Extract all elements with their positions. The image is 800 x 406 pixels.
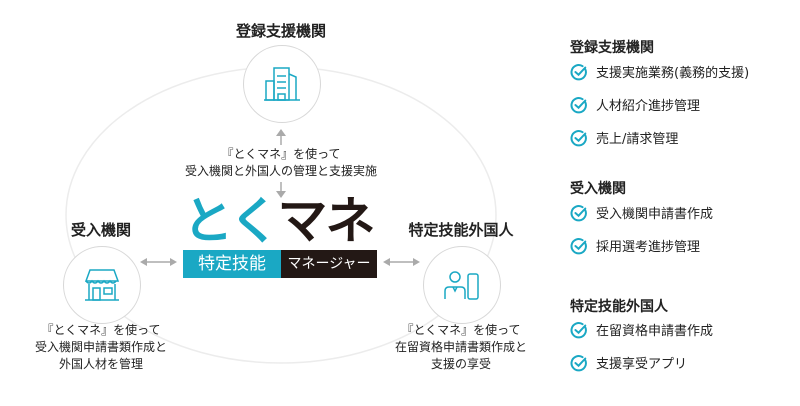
feature-item-label: 支援実施業務(義務的支援) [596, 66, 750, 81]
check-circle-icon [570, 354, 587, 371]
feature-item-label: 採用選考進捗管理 [596, 240, 701, 255]
check-circle-icon [570, 129, 587, 146]
feature-item: 売上/請求管理 [570, 128, 678, 147]
top-node-title: 登録支援機関 [235, 22, 326, 40]
desc-line: 『とくマネ』を使って [221, 147, 341, 161]
feature-item-label: 在留資格申請書作成 [596, 324, 714, 339]
right-node-title: 特定技能外国人 [408, 221, 514, 239]
feature-item: 在留資格申請書作成 [570, 320, 713, 339]
feature-item-label: 売上/請求管理 [596, 132, 679, 147]
feature-group-title: 登録支援機関 [570, 40, 654, 56]
right-node-circle [423, 246, 501, 324]
desc-line: 外国人材を管理 [58, 357, 143, 371]
check-circle-icon [570, 237, 587, 254]
left-node-title: 受入機関 [70, 221, 131, 239]
building-icon [264, 67, 300, 101]
feature-item-label: 受入機関申請書作成 [596, 207, 714, 222]
desc-line: 『とくマネ』を使って [401, 323, 521, 337]
right-node-desc: 『とくマネ』を使って 在留資格申請書類作成と 支援の享受 [341, 322, 581, 373]
feature-item: 採用選考進捗管理 [570, 236, 700, 255]
top-node-desc: 『とくマネ』を使って 受入機関と外国人の管理と支援実施 [161, 146, 401, 180]
feature-item-label: 支援享受アプリ [596, 357, 688, 372]
arrows [140, 129, 420, 266]
feature-item-label: 人材紹介進捗管理 [596, 99, 701, 114]
desc-line: 受入機関と外国人の管理と支援実施 [184, 164, 377, 178]
feature-item: 人材紹介進捗管理 [570, 95, 700, 114]
feature-item: 支援実施業務(義務的支援) [570, 62, 749, 81]
logo-main-text: とくマネ [183, 192, 377, 250]
check-circle-icon [570, 204, 587, 221]
check-circle-icon [570, 63, 587, 80]
feature-item: 受入機関申請書作成 [570, 203, 713, 222]
logo-main-teal: とく [183, 192, 279, 250]
check-circle-icon [570, 96, 587, 113]
logo-main-dark: マネ [277, 192, 376, 250]
check-circle-icon [570, 321, 587, 338]
top-node-circle [243, 45, 321, 123]
desc-line: 在留資格申請書類作成と [394, 340, 527, 354]
logo-band: 特定技能 マネージャー [183, 250, 377, 278]
store-icon [84, 269, 120, 301]
logo-sub-right: マネージャー [281, 250, 377, 278]
left-node-desc: 『とくマネ』を使って 受入機関申請書類作成と 外国人材を管理 [0, 322, 221, 373]
left-node-circle [63, 246, 141, 324]
desc-line: 支援の享受 [430, 357, 491, 371]
tokumane-logo: とくマネ 特定技能 マネージャー [183, 192, 377, 278]
feature-item: 支援享受アプリ [570, 353, 687, 372]
desc-line: 『とくマネ』を使って [41, 323, 161, 337]
feature-group-title: 受入機関 [570, 181, 626, 197]
feature-group-title: 特定技能外国人 [570, 299, 668, 315]
person-phone-icon [444, 271, 479, 300]
desc-line: 受入機関申請書類作成と [34, 340, 167, 354]
logo-sub-left: 特定技能 [183, 250, 281, 278]
